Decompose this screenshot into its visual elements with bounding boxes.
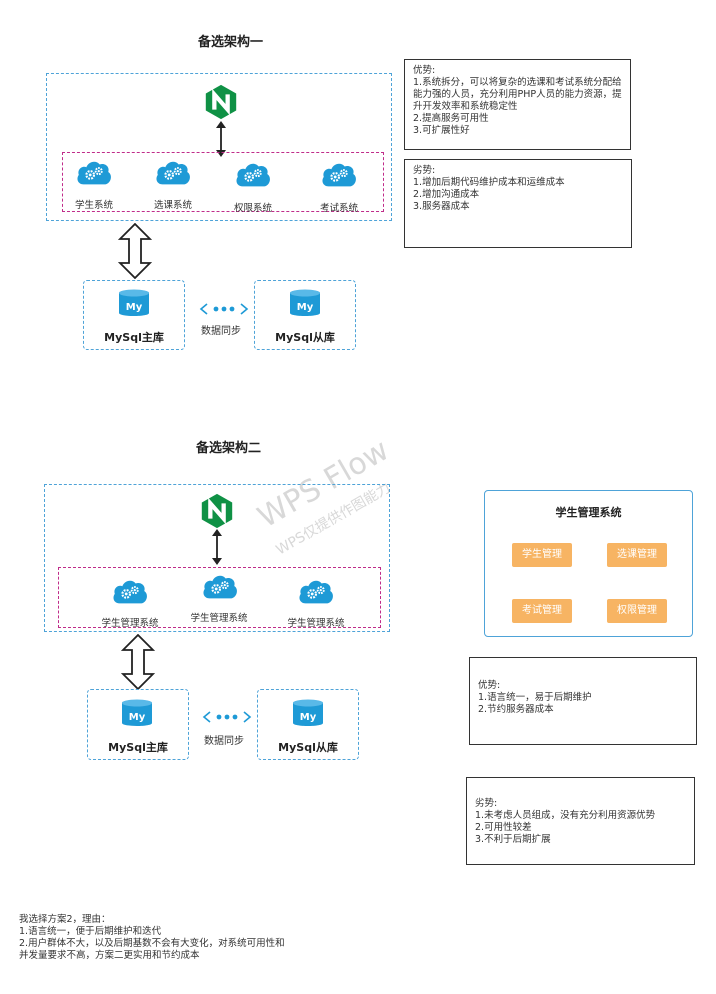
module-student: 学生管理 (512, 543, 572, 567)
arch2-title: 备选架构二 (196, 441, 262, 456)
cloud-gear-icon (154, 157, 192, 189)
mysql-db-icon (291, 698, 325, 728)
arch2-service-label: 学生管理系统 (190, 613, 248, 624)
arch2-cons-note: 劣势: 1.未考虑人员组成，没有充分利用资源优势 2.可用性较差 3.不利于后期… (466, 777, 695, 865)
panel-title: 学生管理系统 (555, 506, 622, 519)
conclusion-text: 我选择方案2，理由： 1.语言统一，便于后期维护和迭代 2.用户群体不大，以及后… (19, 914, 285, 961)
cloud-gear-icon (111, 576, 149, 608)
sync-arrows-icon (202, 710, 252, 724)
nginx-icon (198, 492, 236, 530)
hollow-double-arrow-icon (121, 634, 155, 690)
arch1-services-frame (62, 152, 384, 212)
mysql-db-icon (288, 288, 322, 318)
arch2-outer-frame (44, 484, 390, 632)
arch2-service-label: 学生管理系统 (287, 618, 345, 629)
cloud-gear-icon (201, 571, 239, 603)
arch1-service-label: 权限系统 (233, 203, 272, 214)
bidirectional-arrow-icon (216, 121, 226, 157)
cloud-gear-icon (320, 159, 358, 191)
arch2-db-master-label: MySql主库 (108, 741, 168, 754)
arch2-db-slave-box (257, 689, 359, 760)
arch2-db-master-box (87, 689, 189, 760)
arch1-service-label: 选课系统 (153, 200, 192, 211)
module-course: 选课管理 (607, 543, 667, 567)
arch1-outer-frame (46, 73, 392, 221)
bidirectional-arrow-icon (212, 529, 222, 565)
arch1-pros-note: 优势: 1.系统拆分，可以将复杂的选课和考试系统分配给能力强的人员，充分利用PH… (404, 59, 631, 150)
mysql-db-icon (120, 698, 154, 728)
arch1-db-slave-box (254, 280, 356, 350)
mysql-db-icon (117, 288, 151, 318)
cloud-gear-icon (75, 157, 113, 189)
arch1-title: 备选架构一 (198, 35, 264, 50)
arch1-service-label: 学生系统 (74, 200, 113, 211)
arch2-services-frame (58, 567, 381, 628)
arch1-db-slave-label: MySql从库 (275, 331, 335, 344)
cloud-gear-icon (234, 159, 272, 191)
arch1-service-label: 考试系统 (319, 203, 358, 214)
cloud-gear-icon (297, 576, 335, 608)
arch1-db-master-label: MySql主库 (104, 331, 164, 344)
arch1-cons-note: 劣势: 1.增加后期代码维护成本和运维成本 2.增加沟通成本 3.服务器成本 (404, 159, 632, 248)
module-exam: 考试管理 (512, 599, 572, 623)
arch2-db-slave-label: MySql从库 (278, 741, 338, 754)
module-permission: 权限管理 (607, 599, 667, 623)
arch2-service-label: 学生管理系统 (101, 618, 159, 629)
arch2-sync-label: 数据同步 (204, 736, 244, 747)
arch1-db-master-box (83, 280, 185, 350)
arch1-sync-label: 数据同步 (201, 326, 241, 337)
sync-arrows-icon (199, 302, 249, 316)
nginx-icon (202, 83, 240, 121)
arch2-pros-note: 优势: 1.语言统一，易于后期维护 2.节约服务器成本 (469, 657, 697, 745)
hollow-double-arrow-icon (118, 223, 152, 279)
